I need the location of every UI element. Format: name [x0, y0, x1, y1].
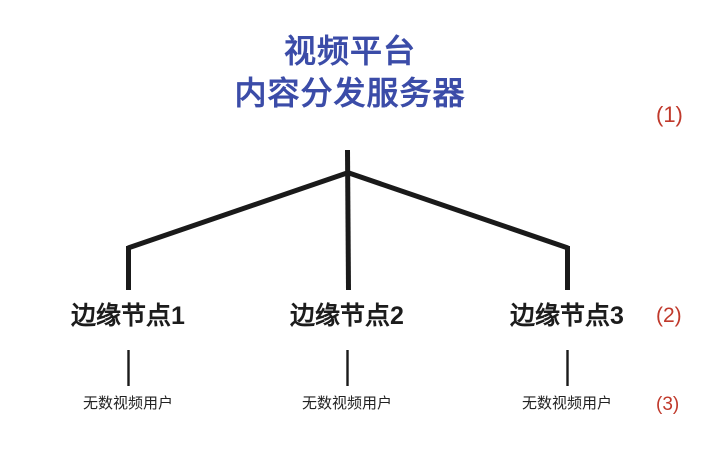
edge-node-3-label: 边缘节点3	[510, 302, 624, 330]
branch-right-line	[348, 170, 569, 251]
step-marker-2: (2)	[656, 304, 682, 327]
users-under-node-2-label: 无数视频用户	[301, 395, 392, 412]
page-title: 视频平台 内容分发服务器	[0, 30, 700, 114]
root-stem-line	[345, 149, 351, 291]
step-marker-1: (1)	[656, 102, 683, 127]
users-under-node-1-label: 无数视频用户	[82, 395, 173, 412]
step-marker-3: (3)	[656, 394, 680, 415]
title-line-1: 视频平台	[283, 33, 416, 69]
edge-node-1-label: 边缘节点1	[71, 302, 185, 330]
users-under-node-3-label: 无数视频用户	[521, 395, 612, 412]
edge-node-2-label: 边缘节点2	[290, 302, 404, 330]
branch-left-line	[127, 170, 348, 251]
title-line-2: 内容分发服务器	[234, 75, 466, 111]
